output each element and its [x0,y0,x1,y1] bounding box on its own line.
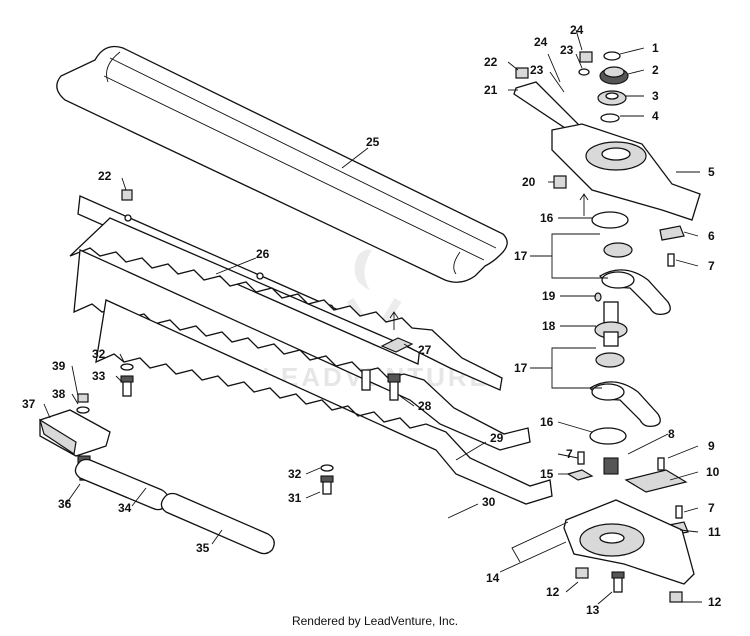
callout-1: 1 [652,41,659,55]
callout-7-c: 7 [708,501,715,515]
shaft-18 [594,301,628,347]
lower-blade [95,299,553,505]
plate-16b [589,427,627,445]
bolt-28 [387,373,401,401]
callout-32-a: 32 [288,467,302,481]
bearing-3 [597,90,627,106]
callout-27: 27 [418,343,432,357]
bolt-28b [361,369,371,391]
callout-7-b: 7 [566,447,573,461]
callout-24-b: 24 [534,35,548,49]
gasket-10 [624,469,688,493]
callout-26: 26 [256,247,270,261]
ring-1 [603,51,621,61]
washer-32 [120,363,334,472]
callout-31: 31 [288,491,302,505]
callout-33: 33 [92,369,106,383]
blade-bracket [380,311,414,353]
screw-9 [657,457,665,471]
callout-14: 14 [486,571,500,585]
callout-19: 19 [542,289,556,303]
callout-8: 8 [668,427,675,441]
callout-17-b: 17 [514,361,528,375]
screw-7a [667,253,675,267]
gear-case-5 [551,123,701,221]
bolt-13 [611,571,625,593]
callout-labels: 1 2 3 4 5 6 7 8 9 10 11 12 12 13 14 15 1… [22,23,722,617]
callout-12-a: 12 [546,585,560,599]
callout-23-b: 23 [530,63,544,77]
callout-38: 38 [52,387,66,401]
callout-2: 2 [652,63,659,77]
nut-12b [669,591,683,603]
lower-case-14 [563,499,695,585]
callout-15: 15 [540,467,554,481]
callout-37: 37 [22,397,36,411]
plate-15 [566,469,594,481]
callout-29: 29 [490,431,504,445]
callout-12-b: 12 [708,595,722,609]
nut-22-left [121,189,133,201]
bolt-33 [120,375,134,397]
callout-36: 36 [58,497,72,511]
crank-17b [589,352,661,428]
callout-9: 9 [708,439,715,453]
screw-7c [675,505,683,519]
clip-6 [659,225,685,241]
callout-4: 4 [652,109,659,123]
callout-11: 11 [708,525,721,539]
leader-lines [43,29,702,605]
credit-line: Rendered by LeadVenture, Inc. [291,614,459,628]
callout-22-a: 22 [484,55,498,69]
key-19 [594,292,602,302]
nut-22 [515,67,529,79]
bolt-31 [320,475,334,495]
washer-4 [600,113,620,123]
callout-7-a: 7 [708,259,715,273]
callout-20: 20 [522,175,536,189]
tube-35 [160,492,275,555]
callout-32-b: 32 [92,347,106,361]
callout-34: 34 [118,501,132,515]
callout-28: 28 [418,399,432,413]
bushing-8 [603,457,619,475]
callout-16-b: 16 [540,415,554,429]
washer-23 [578,68,590,76]
nut-24 [579,51,593,63]
callout-13: 13 [586,603,600,617]
callout-30: 30 [482,495,496,509]
callout-24-a: 24 [570,23,584,37]
screw-7b [577,451,585,465]
plate-16a [591,211,629,229]
callout-17-a: 17 [514,249,528,263]
callout-10: 10 [706,465,720,479]
gear-2 [599,66,629,85]
callout-6: 6 [708,229,715,243]
upper-blade [69,217,503,391]
blade-cover [56,45,508,283]
callout-35: 35 [196,541,210,555]
callout-16-a: 16 [540,211,554,225]
arrow-up [579,193,589,216]
nut-12a [575,567,589,579]
callout-39: 39 [52,359,66,373]
crank-17a [599,242,671,316]
callout-5: 5 [708,165,715,179]
callout-3: 3 [652,89,659,103]
callout-18: 18 [542,319,556,333]
callout-21: 21 [484,83,498,97]
callout-23-a: 23 [560,43,574,57]
callout-25: 25 [366,135,380,149]
cap-20 [553,175,567,189]
callout-22-b: 22 [98,169,112,183]
